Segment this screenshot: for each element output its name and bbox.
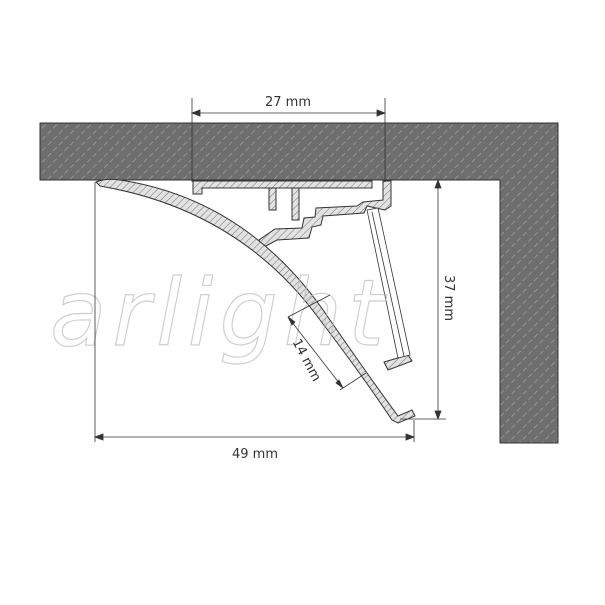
dimension-27mm (190, 98, 387, 182)
watermark: arlight (50, 260, 390, 367)
curved-diffuser (95, 178, 416, 424)
ceiling-slab (39, 122, 559, 444)
led-strip (366, 207, 411, 359)
dimension-49mm (93, 182, 416, 442)
dimension-label-height: 37 mm (441, 275, 456, 321)
dimension-label-width-total: 49 mm (232, 447, 278, 462)
dimension-37mm (385, 178, 446, 421)
mounting-channel (192, 180, 392, 249)
dimension-label-width-top: 27 mm (265, 95, 311, 110)
dimension-14mm (287, 294, 367, 391)
